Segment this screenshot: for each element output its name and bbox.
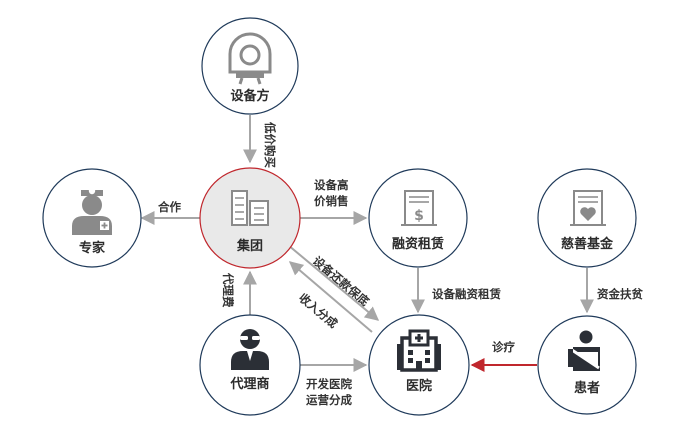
label-agent-hospital-2: 运营分成 <box>306 393 352 407</box>
label-charity-patient: 资金扶贫 <box>597 287 643 301</box>
patient-icon <box>568 330 600 371</box>
label-group-leasing-1: 设备高 <box>314 178 349 192</box>
node-expert-label: 专家 <box>79 240 106 256</box>
node-agent: 代理商 <box>199 314 301 416</box>
label-group-hospital: 设备还款保底 <box>310 254 372 309</box>
mri-scanner-icon <box>228 32 272 85</box>
node-leasing: $ 融资租赁 <box>368 168 468 268</box>
label-agent-group: 代理费 <box>221 272 235 308</box>
node-hospital: 医院 <box>368 314 470 416</box>
svg-text:$: $ <box>414 208 424 224</box>
label-hospital-group: 收入分成 <box>296 291 341 332</box>
edges <box>140 115 594 372</box>
label-equipment-group: 低价购买 <box>263 121 277 168</box>
doctor-icon <box>72 187 112 235</box>
node-equipment-label: 设备方 <box>230 88 269 104</box>
charity-document-icon <box>570 190 606 226</box>
node-patient-label: 患者 <box>574 380 600 396</box>
edge-group-to-hospital <box>287 244 380 321</box>
node-hospital-label: 医院 <box>406 378 432 394</box>
label-agent-hospital-1: 开发医院 <box>306 377 352 391</box>
node-charity: 慈善基金 <box>537 168 637 268</box>
office-buildings-icon <box>231 190 269 226</box>
node-leasing-label: 融资租赁 <box>392 236 444 252</box>
node-group-label: 集团 <box>236 238 263 254</box>
node-group: 集团 <box>199 167 301 269</box>
financial-document-icon: $ <box>401 190 437 226</box>
label-group-expert: 合作 <box>158 200 181 214</box>
label-group-leasing-2: 价销售 <box>314 194 349 208</box>
node-agent-label: 代理商 <box>229 376 269 392</box>
edge-hospital-to-group <box>288 261 373 333</box>
label-leasing-hospital: 设备融资租赁 <box>432 287 501 301</box>
node-equipment: 设备方 <box>201 17 299 115</box>
hospital-icon <box>397 329 441 372</box>
node-patient: 患者 <box>537 315 637 415</box>
node-expert: 专家 <box>42 168 142 268</box>
label-patient-hospital: 诊疗 <box>492 340 515 354</box>
node-charity-label: 慈善基金 <box>561 236 614 252</box>
agent-sunglasses-icon <box>231 329 269 370</box>
